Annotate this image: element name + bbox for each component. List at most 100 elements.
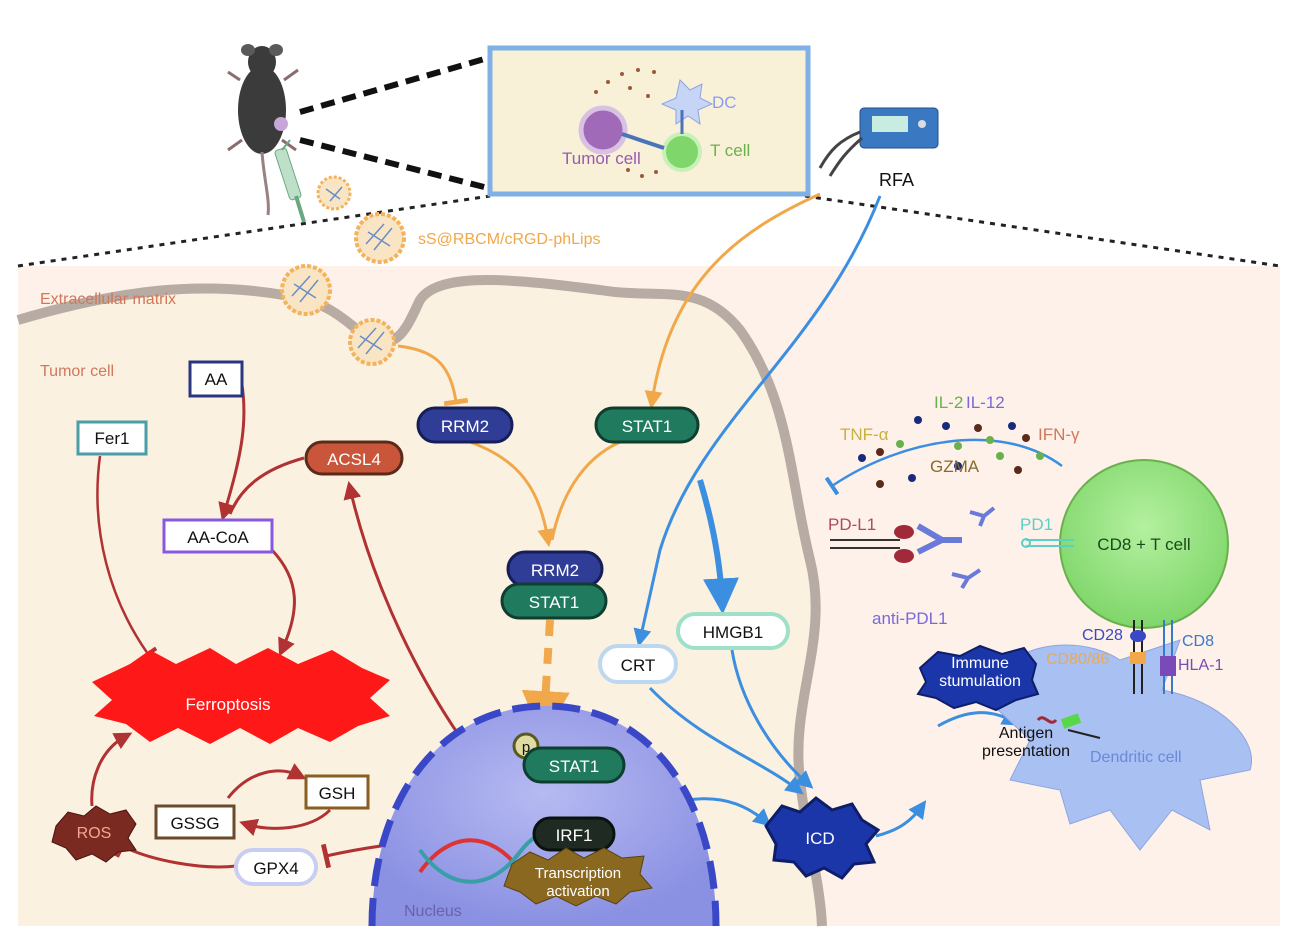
pd1-label: PD1 xyxy=(1020,515,1053,534)
transcription-label-1: Transcription xyxy=(535,865,621,882)
cd8-t-cell-label: CD8 + T cell xyxy=(1097,535,1190,554)
gssg-node xyxy=(154,804,236,840)
rfa-label: RFA xyxy=(879,170,914,190)
pdl1-label: PD-L1 xyxy=(828,515,876,534)
hmgb1-node xyxy=(676,612,790,650)
anti-pdl1-antibody-icons xyxy=(916,506,996,590)
hmgb1-icd-arrow xyxy=(730,649,814,789)
ros-label: ROS xyxy=(77,825,112,842)
aacoa-ferroptosis-arrow xyxy=(270,548,296,657)
anti-pdl1-label: anti-PDL1 xyxy=(872,609,948,628)
zoom-line-right xyxy=(804,194,1281,268)
ferroptosis-label: Ferroptosis xyxy=(185,695,270,714)
inset-t-cell-icon xyxy=(662,132,702,172)
inhibit-rrm2-arrow xyxy=(397,344,469,407)
crt-node xyxy=(598,644,678,684)
fer1-node xyxy=(76,420,148,456)
gsh-node xyxy=(304,774,370,810)
rfa-device-icon xyxy=(818,107,939,177)
complex-stat1-label: STAT1 xyxy=(529,593,579,612)
nucleus-label: Nucleus xyxy=(404,903,462,920)
zoom-line-left xyxy=(17,194,491,268)
pstat1-node xyxy=(522,746,626,784)
gsh-gssg-arrow xyxy=(239,808,332,836)
stat1-complex-arrow xyxy=(550,440,621,541)
ros-node xyxy=(51,805,137,863)
stat1-label: STAT1 xyxy=(622,417,672,436)
pd1-receptor-icon xyxy=(1021,538,1074,548)
cd8-hla-receptor-icon xyxy=(1160,620,1176,694)
aa-label: AA xyxy=(205,370,228,389)
inset-tumor-cell-icon xyxy=(578,105,628,155)
aacoa-label: AA-CoA xyxy=(187,528,249,547)
nanoparticle-icons xyxy=(280,175,406,366)
dendritic-cell-label: Dendritic cell xyxy=(1090,749,1182,766)
fer1-inhibit-arrow xyxy=(96,455,158,662)
irf1-node xyxy=(532,816,616,852)
hla1-label: HLA-1 xyxy=(1178,657,1223,674)
crt-label: CRT xyxy=(621,656,656,675)
inset-tumor-cell-label: Tumor cell xyxy=(562,149,641,168)
dendritic-cell-icon xyxy=(997,639,1252,851)
stat1-node xyxy=(594,406,700,444)
rrm2-node xyxy=(416,406,514,444)
transcription-badge xyxy=(503,847,653,907)
aa-node xyxy=(188,360,244,398)
ros-ferroptosis-arrow xyxy=(90,732,133,807)
acsl4-node xyxy=(304,440,404,476)
acsl4-label: ACSL4 xyxy=(327,450,381,469)
cd8-label: CD8 xyxy=(1182,633,1214,650)
crt-icd-arrow xyxy=(648,686,804,795)
icd-label: ICD xyxy=(805,829,834,848)
gsh-label: GSH xyxy=(319,784,356,803)
rrm2-label: RRM2 xyxy=(441,417,489,436)
gzma-label: GZMA xyxy=(930,457,980,476)
fer1-label: Fer1 xyxy=(95,429,130,448)
ifng-label: IFN-γ xyxy=(1038,425,1080,444)
hmgb1-release-arrow xyxy=(697,479,739,615)
il12-label: IL-12 xyxy=(966,393,1005,412)
immune-stimulation-label-1: Immune xyxy=(951,655,1009,672)
antigen-label-2: presentation xyxy=(982,743,1070,760)
transcription-label-2: activation xyxy=(546,883,609,900)
immune-stimulation-label-2: stumulation xyxy=(939,673,1021,690)
gpx4-label: GPX4 xyxy=(253,859,298,878)
inset-dc-label: DC xyxy=(712,93,737,112)
gpx4-node xyxy=(234,848,318,886)
mouse-icon xyxy=(227,44,299,216)
nanoparticle-label: sS@RBCM/cRGD-phLips xyxy=(418,231,601,248)
phospho-label: p xyxy=(522,739,530,756)
cd28-cd80-receptor-icon xyxy=(1130,620,1146,694)
acsl4-aacoa-arrow xyxy=(228,456,305,515)
complex-stat1-node xyxy=(500,582,608,620)
rfa-stat1-arrow xyxy=(644,192,821,410)
gssg-gsh-arrow xyxy=(226,763,307,799)
pdl1-receptor-icon xyxy=(830,525,914,563)
tnfa-label: TNF-α xyxy=(840,425,889,444)
cd28-label: CD28 xyxy=(1082,627,1123,644)
icd-dc-arrow xyxy=(875,800,927,838)
syringe-icon xyxy=(274,139,306,223)
zoom-line-bottom xyxy=(299,137,489,191)
inset-dots xyxy=(594,68,658,178)
antigen-icon xyxy=(1036,713,1101,739)
zoom-line-top xyxy=(299,55,489,115)
antigen-label-1: Antigen xyxy=(999,725,1053,742)
inset-dc-icon xyxy=(660,79,714,126)
inset-synapse xyxy=(621,132,665,150)
cd8-t-cell-icon xyxy=(1059,459,1229,629)
immune-stimulation-badge xyxy=(916,644,1040,712)
irf1-label: IRF1 xyxy=(556,826,593,845)
cytokine-dots xyxy=(858,416,1044,488)
inset-t-cell-label: T cell xyxy=(710,141,750,160)
cd8086-label: CD80/86 xyxy=(1046,651,1109,668)
hmgb1-label: HMGB1 xyxy=(703,623,763,642)
tumor-cell-label: Tumor cell xyxy=(40,363,114,380)
cytokine-inhibit-arrow xyxy=(824,438,1063,496)
inset-box xyxy=(487,45,811,197)
rrm2-complex-arrow xyxy=(469,440,556,548)
complex-rrm2-label: RRM2 xyxy=(531,561,579,580)
gssg-label: GSSG xyxy=(170,814,219,833)
aacoa-node xyxy=(162,518,274,554)
